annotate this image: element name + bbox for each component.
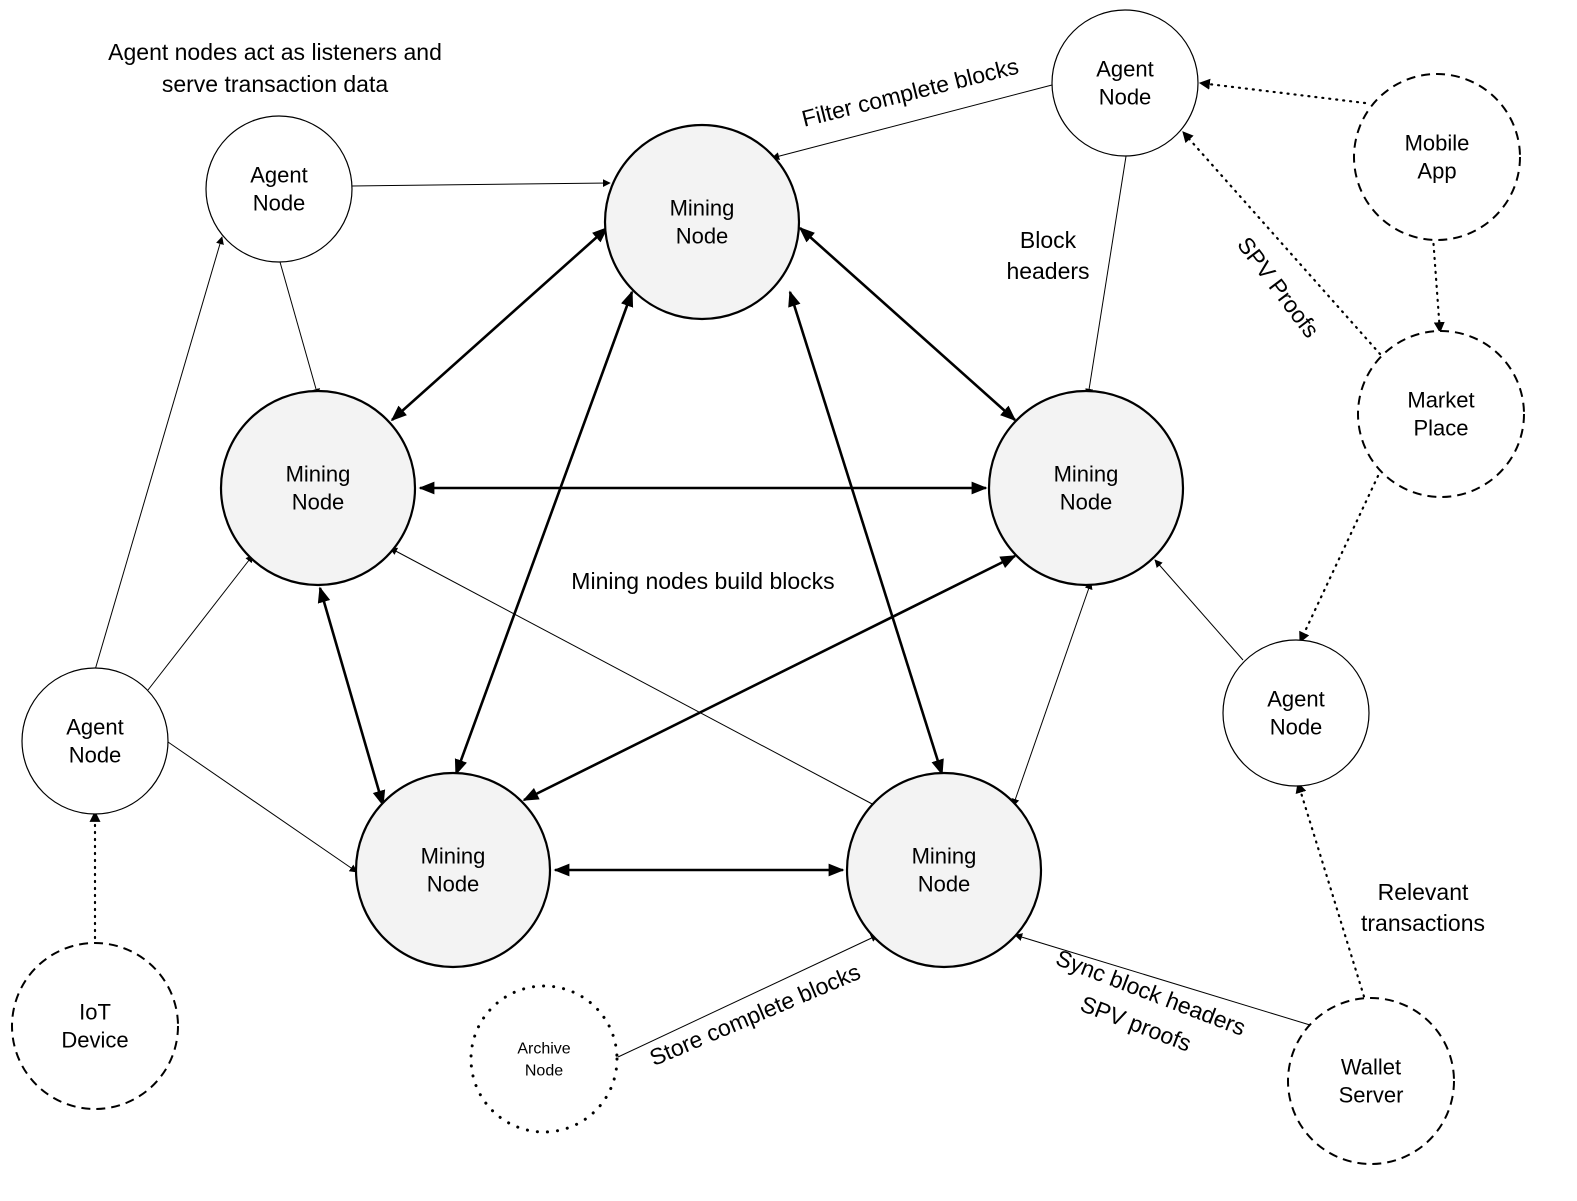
node-label: Agent [66,715,124,740]
relevant-tx-line1: Relevant [1378,879,1469,905]
dotted-flow-arrow [1181,130,1382,356]
node-label: Mobile [1405,131,1470,156]
node-circle [11,942,179,1110]
data-flow-arrow [617,934,879,1058]
node-label: Mining [421,844,486,869]
node-label: Agent [250,163,308,188]
node-label: Node [292,490,345,515]
node-circle [845,771,1043,969]
dotted-flow-arrow [1431,235,1445,334]
node-label: Wallet [1341,1055,1401,1080]
data-flow-arrow [1014,933,1311,1026]
node-circle [1353,73,1521,241]
node-circle [469,984,619,1134]
relevant-tx-line2: transactions [1361,910,1485,936]
filter-blocks-label: Filter complete blocks [799,53,1021,132]
node-label: Node [676,224,729,249]
node-circle [205,115,353,263]
mining-link-arrow [522,554,1017,802]
data-flow-arrow [1085,149,1128,397]
data-flow-arrow [771,84,1053,161]
agent-note-line1: Agent nodes act as listeners and [108,39,442,65]
node-circle [1357,330,1525,498]
dotted-flow-arrow [1298,474,1380,644]
node-circle [354,771,552,969]
node-circle [603,123,801,321]
node-label: Node [253,191,306,216]
node-label: Mining [670,196,735,221]
node-circle [1222,639,1370,787]
node-label: Node [427,872,480,897]
mining-link-arrow [788,290,944,776]
node-circle [21,667,169,815]
node-label: Node [918,872,971,897]
node-circle [1287,997,1455,1165]
data-flow-arrow [147,554,254,691]
node-circle [219,389,417,587]
node-label: Market [1407,388,1474,413]
node-label: Archive [517,1041,570,1058]
node-label: Mining [1054,462,1119,487]
node-label: Mining [286,462,351,487]
node-label: IoT [79,1000,111,1025]
block-headers-line1: Block [1020,227,1077,253]
mining-link-arrow [798,226,1017,422]
data-flow-arrow [279,261,320,397]
node-label: Agent [1096,57,1154,82]
data-flow-arrow [167,741,358,873]
dotted-flow-arrow [1295,781,1368,1005]
agent-note-line2: serve transaction data [162,71,389,97]
node-label: App [1417,159,1456,184]
node-circle [1051,9,1199,157]
node-label: Device [61,1028,128,1053]
data-flow-arrow [351,179,611,188]
node-label: Mining [912,844,977,869]
store-blocks-label: Store complete blocks [646,958,864,1070]
node-label: Agent [1267,687,1325,712]
mining-note: Mining nodes build blocks [571,568,834,594]
block-headers-line2: headers [1006,258,1089,284]
data-flow-arrow [1011,581,1093,807]
data-flow-arrow [1154,559,1244,661]
node-label: Place [1413,416,1468,441]
spv-proofs-label: SPV Proofs [1232,232,1324,343]
node-label: Server [1339,1083,1404,1108]
node-label: Node [525,1063,563,1080]
iot-device-node: IoT Device [11,942,179,1110]
mining-link-arrow [390,226,609,422]
node-circle [987,389,1185,587]
node-label: Node [1060,490,1113,515]
dotted-flow-arrow [1198,78,1367,105]
node-label: Node [69,743,122,768]
mining-link-arrow [454,290,634,776]
mining-link-arrow [317,586,386,807]
data-flow-arrow [389,547,877,807]
node-label: Node [1270,715,1323,740]
data-flow-arrow [94,236,224,671]
node-label: Node [1099,85,1152,110]
